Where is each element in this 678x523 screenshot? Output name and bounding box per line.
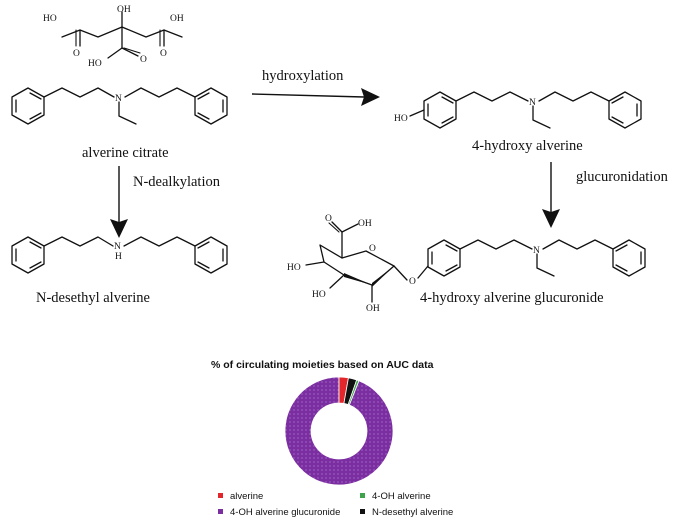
- legend-swatch-n-desethyl-alverine: [360, 509, 365, 514]
- donut-slice-4-oh-alverine-glucuronide: [284, 376, 394, 486]
- legend-item-n-desethyl-alverine: N-desethyl alverine: [360, 507, 453, 518]
- citrate-o-left-label: O: [73, 49, 80, 59]
- glucuronide-ho-lower-label: HO: [312, 290, 326, 300]
- citrate-ho-bottom-label: HO: [88, 59, 102, 69]
- glucuronidation-arrow: [542, 162, 560, 228]
- desethyl-alverine-label: N-desethyl alverine: [36, 290, 150, 306]
- glucuronide-ho-upper-label: HO: [287, 263, 301, 273]
- citrate-o-right-label: O: [160, 49, 167, 59]
- glucuronide-ring-o-label: O: [369, 244, 376, 254]
- dealkylation-label: N-dealkylation: [133, 174, 221, 190]
- glucuronide-acid-oh-label: OH: [358, 219, 372, 229]
- legend-label-n-desethyl-alverine: N-desethyl alverine: [372, 507, 453, 518]
- hydroxy-alverine-label: 4-hydroxy alverine: [472, 138, 583, 154]
- legend-item-alverine: alverine: [218, 491, 263, 502]
- hydroxy-alverine-n-label: N: [529, 98, 536, 108]
- hydroxylation-arrow: [251, 88, 380, 106]
- glucuronide-structure: O OH O HO HO OH O N: [287, 214, 646, 314]
- citric-acid-structure: HO OH OH O O HO O: [43, 5, 184, 69]
- alverine-citrate-label: alverine citrate: [82, 145, 169, 161]
- glucuronidation-label: glucuronidation: [576, 169, 669, 185]
- legend-item-4-oh-alverine-glucuronide: 4-OH alverine glucuronide: [218, 507, 340, 518]
- glucuronide-ether-o-label: O: [409, 277, 416, 287]
- legend-swatch-alverine: [218, 493, 223, 498]
- citrate-o-bottom-label: O: [140, 55, 147, 65]
- chart-title: % of circulating moieties based on AUC d…: [211, 359, 434, 371]
- legend-swatch-4-oh-alverine-glucuronide: [218, 509, 223, 514]
- legend-swatch-4-oh-alverine: [360, 493, 365, 498]
- hydroxy-alverine-structure: HO N: [394, 91, 642, 129]
- legend-label-4-oh-alverine: 4-OH alverine: [372, 491, 431, 502]
- desethyl-alverine-structure: N H: [11, 236, 228, 274]
- donut-chart: [284, 376, 394, 486]
- dealkylation-arrow: [110, 166, 128, 238]
- alverine-structure: N: [11, 87, 228, 125]
- citrate-ho-label: HO: [43, 14, 57, 24]
- glucuronide-oh-bottom-label: OH: [366, 304, 380, 314]
- legend-label-4-oh-alverine-glucuronide: 4-OH alverine glucuronide: [230, 507, 340, 518]
- donut-slice-4-oh-alverine: [347, 379, 360, 406]
- hydroxy-alverine-ho-label: HO: [394, 114, 408, 124]
- glucuronide-label: 4-hydroxy alverine glucuronide: [420, 290, 604, 306]
- citrate-oh-right-label: OH: [170, 14, 184, 24]
- chart-legend: alverine 4-OH alverine 4-OH alverine glu…: [218, 491, 453, 518]
- legend-item-4-oh-alverine: 4-OH alverine: [360, 491, 431, 502]
- legend-label-alverine: alverine: [230, 491, 263, 502]
- citrate-oh-top-label: OH: [117, 5, 131, 15]
- glucuronide-n-label: N: [533, 246, 540, 256]
- desethyl-h-label: H: [115, 252, 122, 262]
- hydroxylation-label: hydroxylation: [262, 68, 344, 84]
- alverine-n-label: N: [115, 94, 122, 104]
- desethyl-n-label: N: [114, 242, 121, 252]
- glucuronide-acid-o-label: O: [325, 214, 332, 224]
